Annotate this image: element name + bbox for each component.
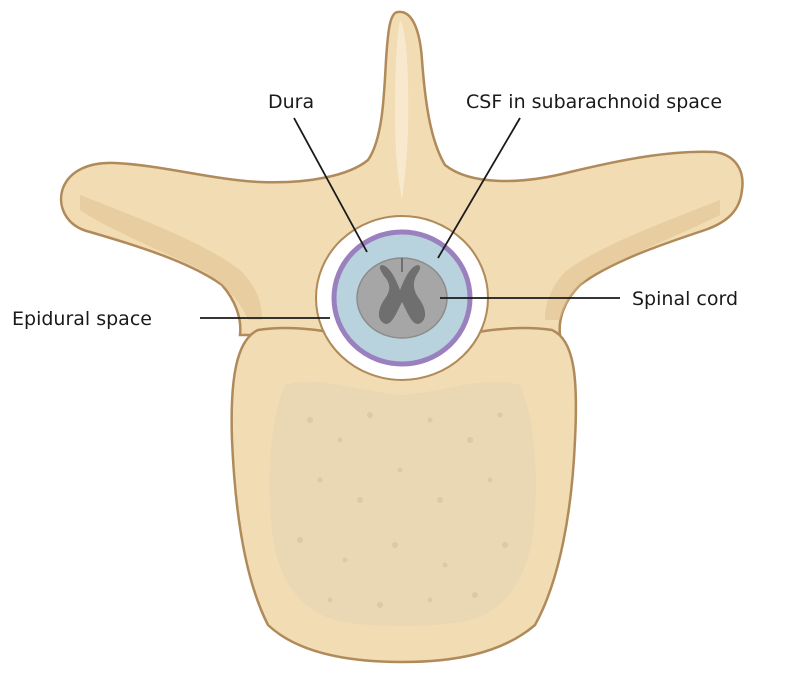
label-spinal-cord: Spinal cord: [632, 288, 738, 310]
label-csf: CSF in subarachnoid space: [466, 91, 722, 113]
label-epidural-space: Epidural space: [12, 308, 152, 330]
label-dura: Dura: [268, 91, 314, 113]
